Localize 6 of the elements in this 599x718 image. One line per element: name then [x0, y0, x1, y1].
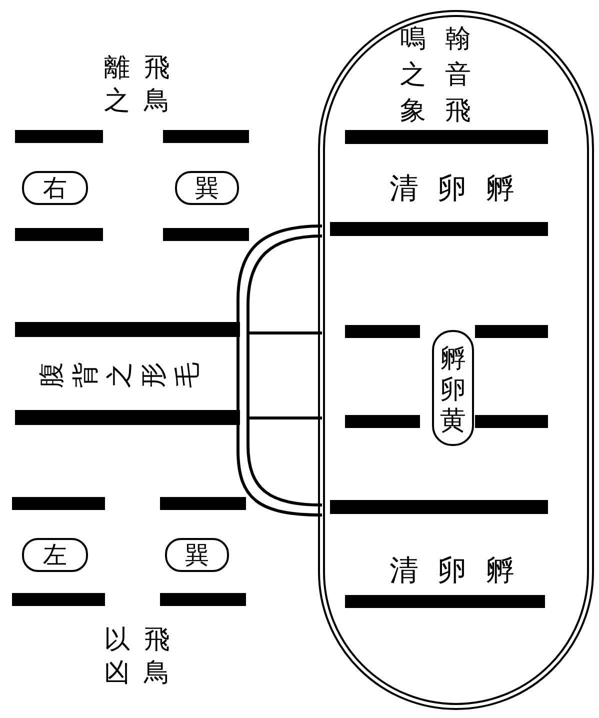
rotated-text: 腹背之形毛 — [36, 361, 204, 390]
horizontal-text: 孵卵清 — [388, 170, 516, 206]
vertical-text: 飛鳥離之 — [103, 52, 170, 118]
horizontal-text: 孵卵清 — [388, 552, 516, 588]
vertical-text: 翰音飛鳴之象 — [399, 23, 471, 128]
vertical-text: 飛鳥以凶 — [103, 624, 170, 690]
